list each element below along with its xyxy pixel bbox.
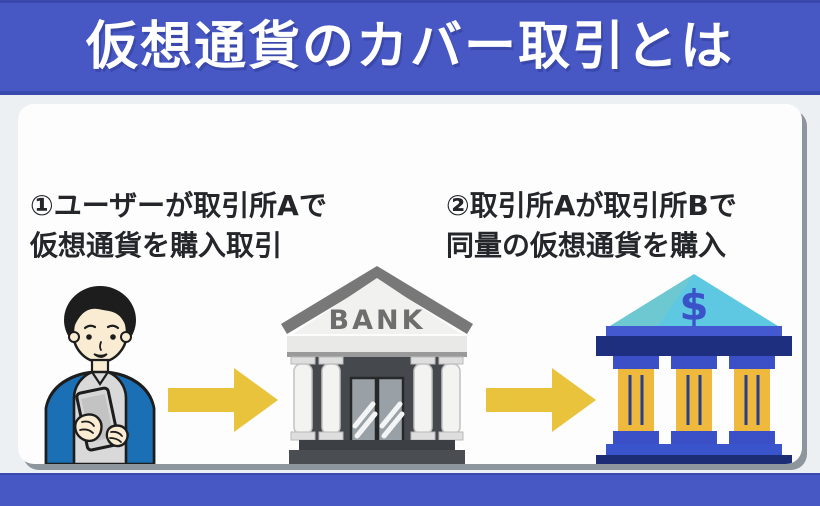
bank-building-gray-icon: BANK xyxy=(281,266,473,464)
step1-caption: ①ユーザーが取引所Aで 仮想通貨を購入取引 xyxy=(30,186,327,266)
step2-caption: ②取引所Aが取引所Bで 同量の仮想通貨を購入 xyxy=(446,186,737,266)
user-with-smartphone-icon xyxy=(36,282,164,464)
step1-line1: ①ユーザーが取引所Aで xyxy=(30,189,327,222)
step2-line1: ②取引所Aが取引所Bで xyxy=(446,189,737,222)
header-banner: 仮想通貨のカバー取引とは xyxy=(0,0,820,95)
bank-label: BANK xyxy=(329,305,426,336)
footer-banner xyxy=(0,473,820,506)
arrow-right-icon xyxy=(168,364,280,436)
dollar-sign: $ xyxy=(679,281,708,330)
page-title: 仮想通貨のカバー取引とは xyxy=(85,17,734,77)
bank-building-blue-icon: $ xyxy=(596,272,792,464)
step2-line2: 同量の仮想通貨を購入 xyxy=(446,228,727,262)
step1-line2: 仮想通貨を購入取引 xyxy=(30,228,283,262)
arrow-right-icon xyxy=(486,364,598,436)
diagram-card: ①ユーザーが取引所Aで 仮想通貨を購入取引 ②取引所Aが取引所Bで 同量の仮想通… xyxy=(18,104,802,464)
